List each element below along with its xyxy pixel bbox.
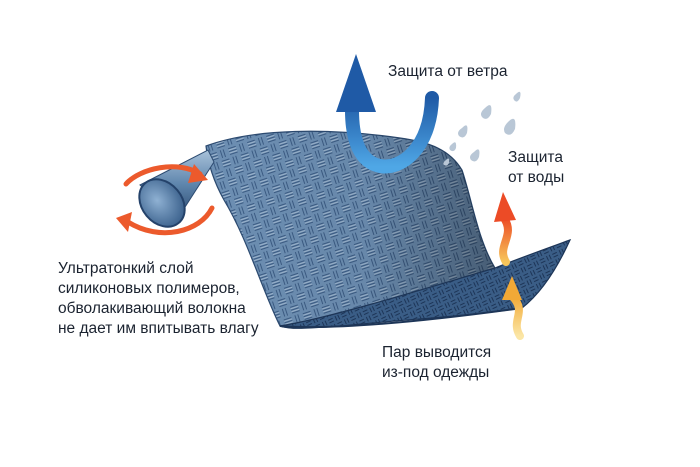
water-protection-label: Защита от воды — [508, 149, 565, 186]
wind-protection-label: Защита от ветра — [388, 63, 508, 80]
water-droplets-icon — [443, 91, 521, 166]
silicone-layer-label: Ультратонкий слой силиконовых полимеров,… — [58, 260, 259, 337]
fabric-sheet — [205, 130, 572, 329]
heat-arrow-icon — [494, 192, 516, 266]
vapor-release-label: Пар выводится из-под одежды — [382, 344, 492, 381]
rotation-arrows-icon — [116, 164, 215, 236]
wind-arrow-icon — [336, 54, 439, 174]
steam-arrow-icon — [502, 276, 524, 340]
